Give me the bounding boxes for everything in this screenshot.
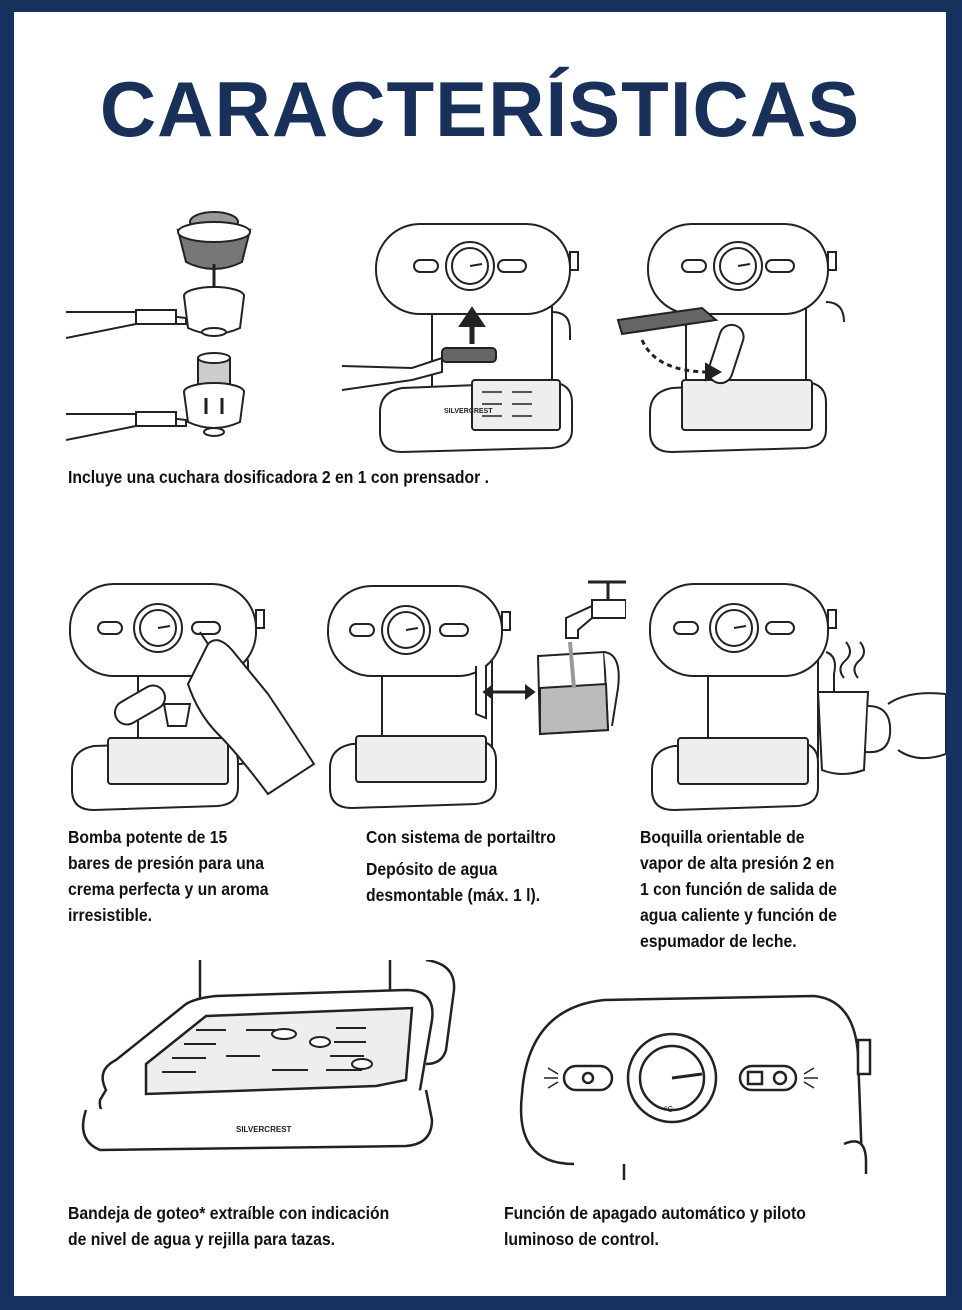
machine-portafilter-illustration	[341, 223, 579, 454]
tank-caption-line: Depósito de agua	[366, 859, 498, 879]
tray-caption: Bandeja de goteo* extraíble con indicaci…	[68, 1200, 389, 1252]
drip-tray-illustration: SILVERCREST	[81, 960, 456, 1152]
nozzle-caption-line: agua caliente y función de	[640, 905, 837, 925]
steam-nozzle-illustration	[649, 583, 946, 812]
portafilter-caption: Con sistema de portailtro	[366, 827, 556, 847]
autooff-caption: Función de apagado automático y piloto l…	[504, 1200, 806, 1252]
tank-caption: Depósito de agua desmontable (máx. 1 l).	[366, 856, 540, 908]
tray-brand-text: SILVERCREST	[236, 1125, 292, 1134]
nozzle-caption-line: Boquilla orientable de	[640, 827, 805, 847]
pump-caption-line: Bomba potente de 15	[68, 827, 228, 847]
nozzle-caption-line: 1 con función de salida de	[640, 879, 837, 899]
gauge-unit-text: °C	[664, 1105, 673, 1114]
page-title: CARACTERÍSTICAS	[99, 65, 861, 153]
control-panel-illustration: °C	[519, 994, 872, 1180]
nozzle-caption-line: vapor de alta presión 2 en	[640, 853, 835, 873]
features-sheet: CARACTERÍSTICAS	[14, 12, 946, 1296]
scoop-tamper-illustration	[66, 211, 252, 441]
machine-brand-logo: SILVERCREST	[444, 408, 493, 415]
tray-caption-line: Bandeja de goteo* extraíble con indicaci…	[68, 1203, 390, 1223]
nozzle-caption: Boquilla orientable de vapor de alta pre…	[640, 824, 837, 954]
brand-text: SILVERCREST	[444, 408, 493, 415]
tank-caption-line: desmontable (máx. 1 l).	[366, 885, 541, 905]
autooff-caption-line: Función de apagado automático y piloto	[504, 1203, 806, 1223]
pump-caption-line: crema perfecta y un aroma	[68, 879, 269, 899]
water-tank-illustration	[327, 580, 626, 810]
autooff-caption-line: luminoso de control.	[504, 1229, 659, 1249]
tray-caption-line: de nivel de agua y rejilla para tazas.	[68, 1229, 336, 1249]
scoop-caption: Incluye una cuchara dosificadora 2 en 1 …	[68, 467, 490, 487]
pump-caption-line: bares de presión para una	[68, 853, 265, 873]
machine-lock-illustration	[616, 223, 845, 454]
pump-caption-line: irresistible.	[68, 905, 153, 925]
pump-caption: Bomba potente de 15 bares de presión par…	[68, 824, 268, 928]
pump-button-illustration	[69, 583, 316, 812]
nozzle-caption-line: espumador de leche.	[640, 931, 797, 951]
